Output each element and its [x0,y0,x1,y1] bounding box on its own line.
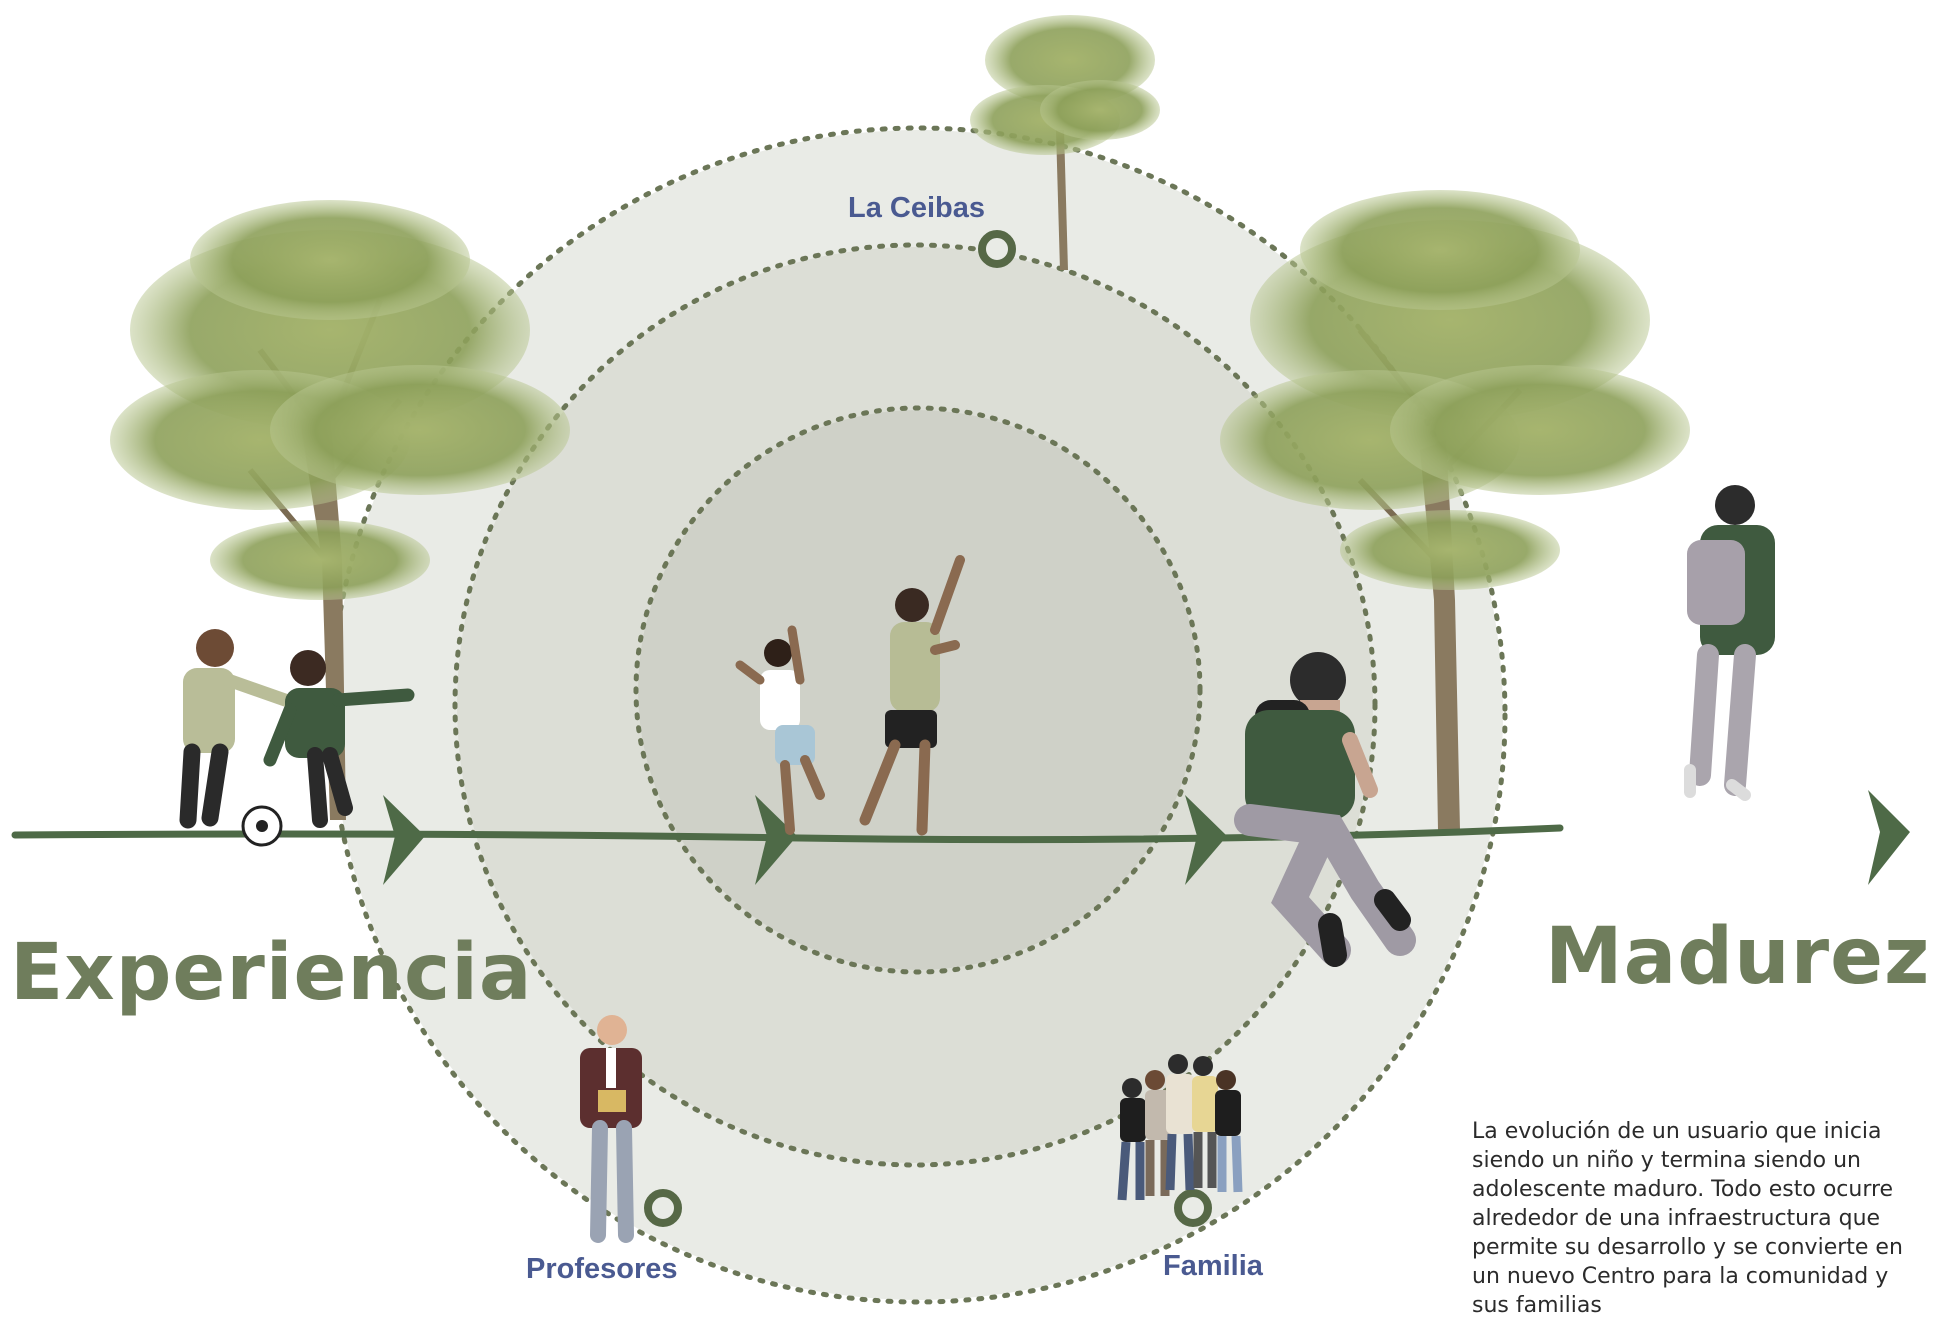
arrowhead-icon [1185,795,1227,885]
node-label-familia: Familia [1163,1250,1263,1282]
label-madurez: Madurez [1545,912,1931,1002]
kids-playing-soccer-icon [179,629,415,847]
teacher-icon [580,1015,642,1243]
arrowhead-icon [1868,790,1910,885]
description-caption: La evolución de un usuario que inicia si… [1472,1117,1942,1320]
tree-icon [970,15,1160,270]
caption-line: adolescente maduro. Todo esto ocurre [1472,1177,1894,1202]
ring-middle-dotted [452,242,1378,1168]
teen-walking-backpack-icon [1684,485,1775,801]
caption-line: siendo un niño y termina siendo un [1472,1148,1861,1173]
arrowhead-icon [755,795,797,885]
node-label-la-ceibas: La Ceibas [848,192,985,224]
caption-line: alrededor de una infraestructura que [1472,1206,1881,1231]
teen-sitting-icon [1234,652,1416,967]
caption-line: La evolución de un usuario que inicia [1472,1119,1882,1144]
ring-inner-dotted [633,405,1203,975]
family-group-icon [1117,1054,1243,1201]
caption-line: un nuevo Centro para la comunidad y [1472,1264,1889,1289]
tree-icon [1220,190,1690,830]
node-marker-bottom-right [1174,1189,1212,1227]
tree-icon [110,200,570,820]
node-marker-bottom-left [644,1189,682,1227]
caption-line: permite su desarrollo y se convierte en [1472,1235,1903,1260]
node-marker-top [978,230,1016,268]
node-markers [644,230,1212,1227]
arrowhead-icon [383,795,425,885]
label-experiencia: Experiencia [10,928,533,1018]
node-label-profesores: Profesores [526,1253,678,1285]
kids-jumping-icon [735,555,965,836]
caption-line: sus familias [1472,1293,1602,1318]
